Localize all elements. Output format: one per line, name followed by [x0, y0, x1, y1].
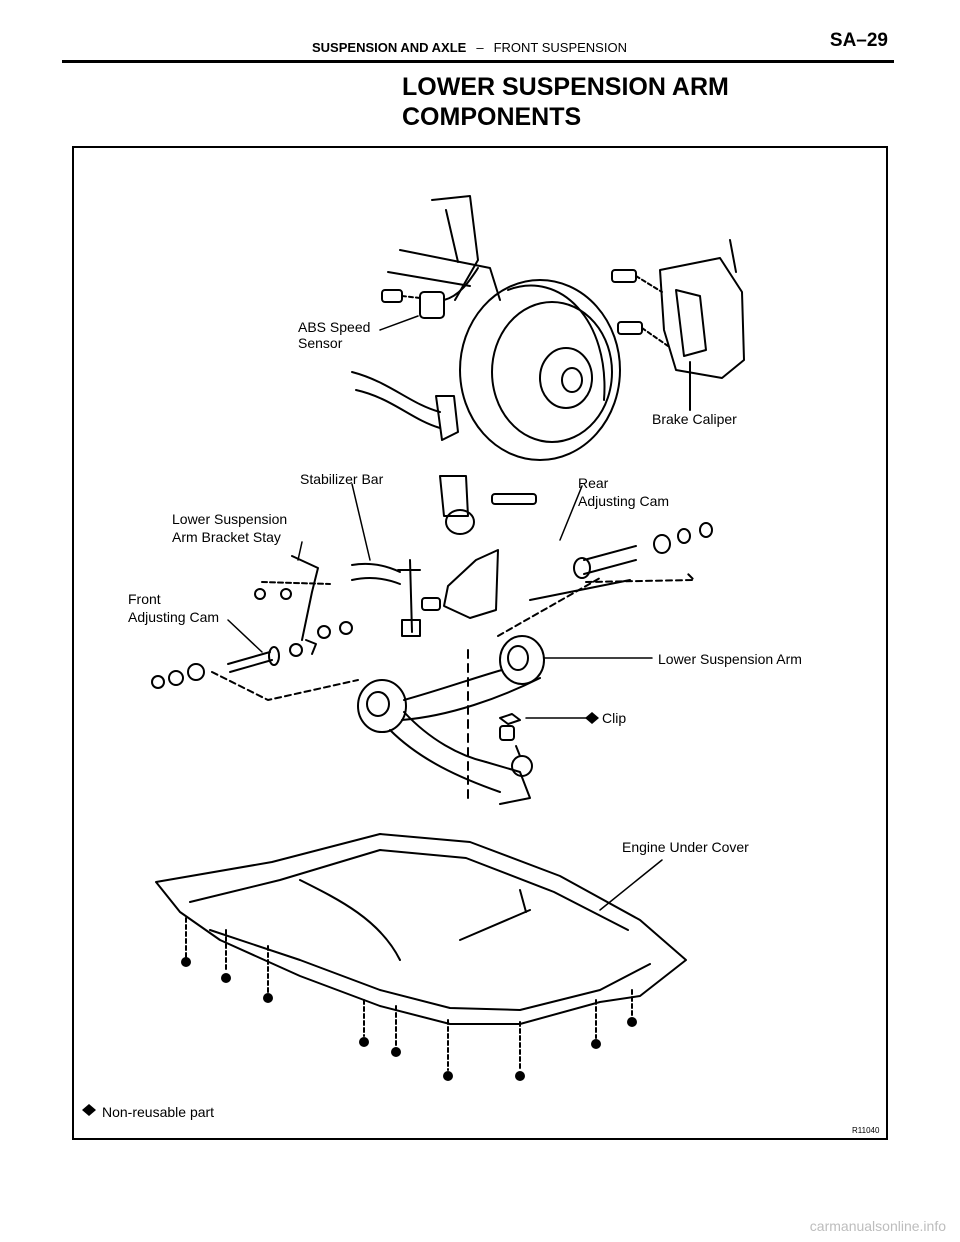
engine-under-cover-drawing: [155, 833, 687, 1071]
clip-diamond-icon: [585, 712, 599, 724]
section-title: SUSPENSION AND AXLE–FRONT SUSPENSION: [312, 40, 627, 55]
section-name: SUSPENSION AND AXLE: [312, 40, 467, 55]
label-rear-adjusting-cam-1: Rear: [578, 475, 609, 491]
label-bracket-stay-2: Arm Bracket Stay: [172, 529, 281, 545]
front-cam-drawing: [151, 555, 359, 701]
clip-drawing: [499, 713, 521, 725]
non-reusable-text: Non-reusable part: [102, 1104, 215, 1120]
label-stabilizer-bar: Stabilizer Bar: [300, 471, 384, 487]
header-separator: –: [476, 40, 484, 55]
label-bracket-stay-1: Lower Suspension: [172, 511, 287, 527]
title-line-1: LOWER SUSPENSION ARM: [402, 73, 729, 101]
non-reusable-diamond-icon: [82, 1104, 96, 1116]
label-clip: Clip: [602, 710, 626, 726]
label-rear-adjusting-cam-2: Adjusting Cam: [578, 493, 669, 509]
figure-code: R11040: [852, 1126, 880, 1135]
brake-caliper-drawing: [611, 239, 745, 411]
subsection-name: FRONT SUSPENSION: [493, 40, 627, 55]
label-front-adjusting-cam-2: Adjusting Cam: [128, 609, 219, 625]
abs-sensor-drawing: [381, 267, 479, 319]
page-number: SA–29: [829, 30, 888, 51]
label-abs-speed-sensor-1: ABS Speed: [298, 319, 370, 335]
page-header: SUSPENSION AND AXLE–FRONT SUSPENSION SA–…: [62, 28, 894, 63]
label-brake-caliper: Brake Caliper: [652, 411, 737, 427]
title-line-2: COMPONENTS: [402, 103, 582, 131]
non-reusable-note: Non-reusable part: [84, 1104, 214, 1120]
stabilizer-bar-drawing: [351, 475, 537, 637]
lower-arm-drawing: [357, 577, 631, 805]
label-engine-under-cover: Engine Under Cover: [622, 839, 749, 855]
rear-cam-drawing: [573, 522, 713, 583]
label-front-adjusting-cam-1: Front: [128, 591, 161, 607]
leader-lines: [227, 315, 663, 911]
label-abs-speed-sensor-2: Sensor: [298, 335, 343, 351]
diagram-frame: [72, 146, 888, 1140]
strut-knuckle-drawing: [351, 195, 501, 441]
page-title: LOWER SUSPENSION ARM COMPONENTS: [402, 72, 729, 132]
watermark: carmanualsonline.info: [809, 1218, 946, 1234]
brake-disc-drawing: [459, 279, 621, 461]
label-lower-suspension-arm: Lower Suspension Arm: [658, 651, 802, 667]
engine-cover-bolts: [181, 957, 637, 1081]
